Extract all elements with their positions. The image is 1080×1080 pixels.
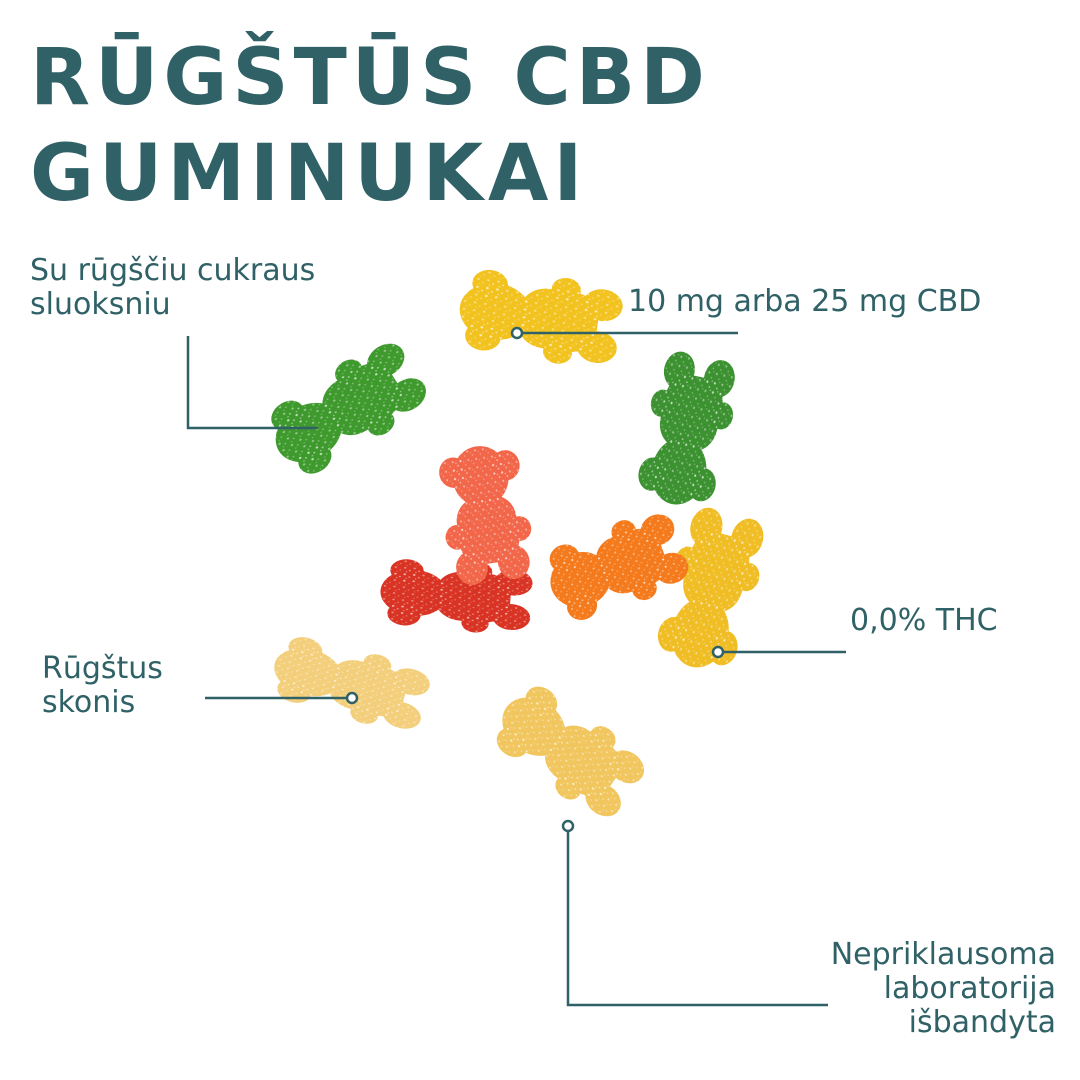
callout-thc: 0,0% THC [850, 604, 998, 638]
gummy-pale-left [265, 629, 435, 738]
callout-dosage: 10 mg arba 25 mg CBD [628, 285, 981, 319]
anchor-dot-thc [711, 645, 725, 659]
title-line-1: RŪGŠTŪS CBD [30, 33, 710, 123]
title-line-2: GUMINUKAI [30, 129, 588, 219]
callout-lab-line-1: Nepriklausoma [830, 937, 1056, 972]
callout-sugar-coating: Su rūgščiu cukraus sluoksniu [30, 254, 315, 322]
anchor-dot-lab [561, 819, 575, 833]
callout-sour-line-1: Rūgštus [42, 651, 163, 686]
gummy-green-right [631, 347, 745, 513]
callout-sugar-line-2: sluoksniu [30, 287, 171, 322]
page-title: RŪGŠTŪS CBD GUMINUKAI [30, 30, 710, 222]
callout-thc-line-1: 0,0% THC [850, 603, 998, 638]
callout-lab-line-3: išbandyta [908, 1005, 1056, 1040]
callout-lab-tested: Nepriklausoma laboratorija išbandyta [831, 938, 1056, 1040]
gummy-yellow-top [453, 263, 626, 372]
anchor-dot-sour [345, 691, 359, 705]
gummy-salmon [433, 440, 538, 588]
callout-sugar-line-1: Su rūgščiu cukraus [30, 253, 316, 288]
gummy-orange [537, 504, 695, 630]
gummy-pale-bottom [482, 673, 654, 828]
callout-sour-line-2: skonis [42, 685, 136, 720]
leader-line-lab [566, 826, 828, 1007]
callout-sour-taste: Rūgštus skonis [42, 652, 163, 720]
anchor-dot-dosage [510, 326, 524, 340]
callout-lab-line-2: laboratorija [883, 971, 1056, 1006]
callout-dosage-line-1: 10 mg arba 25 mg CBD [628, 284, 982, 319]
gummy-green-left [256, 331, 436, 487]
leader-line-sugar [186, 336, 318, 430]
